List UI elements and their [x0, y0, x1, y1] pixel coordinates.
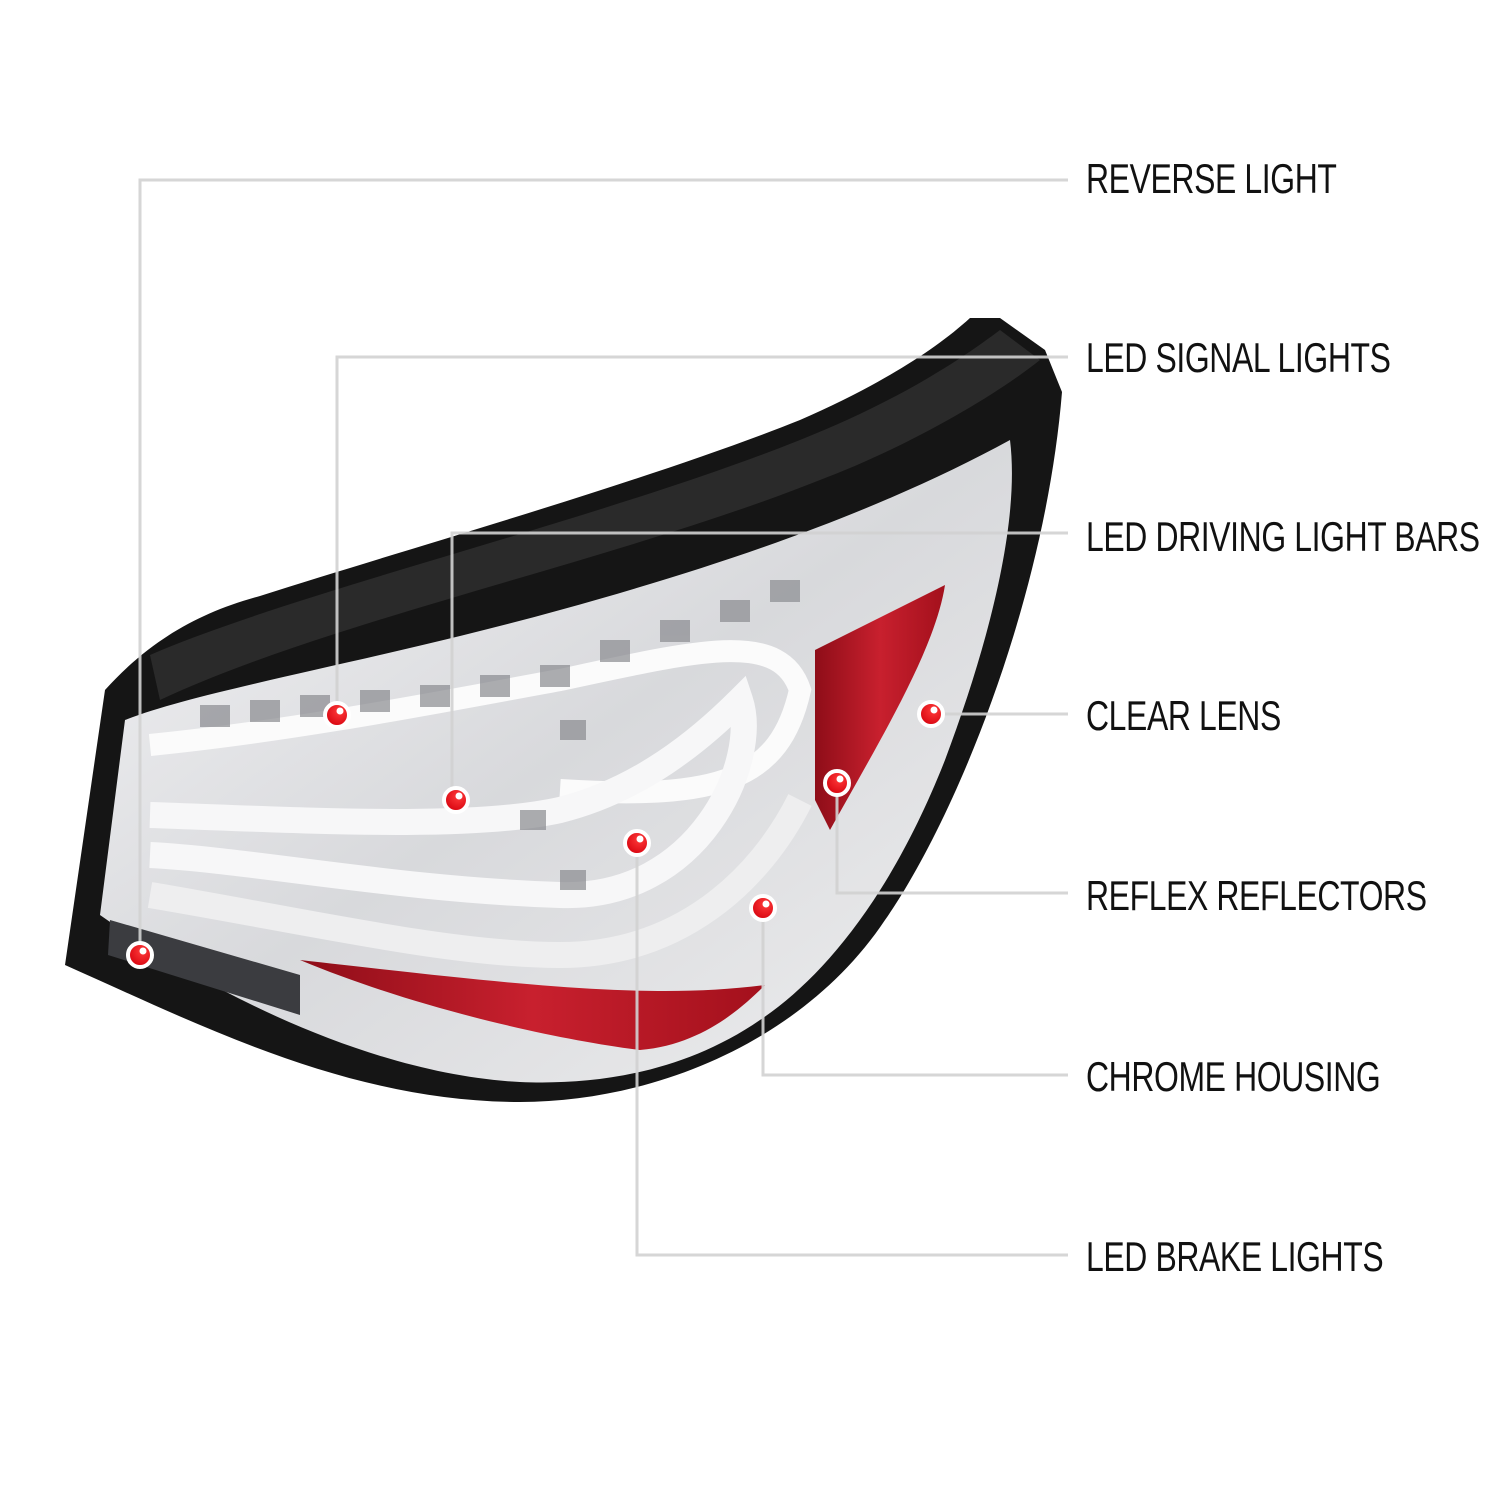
- marker-clear-lens: [917, 700, 945, 728]
- leader-line-led-brake-lights: [635, 843, 1068, 1257]
- top-flange: [150, 330, 1040, 700]
- driving-light-bar-middle: [149, 675, 757, 909]
- side-reflex-reflector: [815, 585, 945, 830]
- driving-light-bar-lower: [147, 794, 812, 969]
- marker-chrome-housing: [749, 894, 777, 922]
- leader-line-reflex-reflectors: [835, 783, 1068, 895]
- label-clear-lens: CLEAR LENS: [1086, 692, 1281, 739]
- marker-reverse-light: [126, 941, 154, 969]
- marker-led-signal-lights: [323, 701, 351, 729]
- label-reflex-reflectors: REFLEX REFLECTORS: [1086, 872, 1427, 919]
- label-reverse-light: REVERSE LIGHT: [1086, 155, 1337, 202]
- label-chrome-housing: CHROME HOUSING: [1086, 1053, 1381, 1100]
- leader-line-chrome-housing: [761, 908, 1068, 1077]
- led-cluster: [200, 580, 800, 890]
- leader-line-led-signal-lights: [335, 355, 1068, 715]
- label-led-brake-lights: LED BRAKE LIGHTS: [1086, 1233, 1384, 1280]
- label-led-signal-lights: LED SIGNAL LIGHTS: [1086, 334, 1391, 381]
- label-led-driving-light-bars: LED DRIVING LIGHT BARS: [1086, 513, 1480, 560]
- leader-line-led-driving-light-bars: [450, 531, 1068, 800]
- marker-led-driving-light-bars: [442, 786, 470, 814]
- leader-line-reverse-light: [138, 178, 1068, 955]
- marker-reflex-reflectors: [823, 769, 851, 797]
- reverse-light-window: [108, 920, 300, 1015]
- marker-led-brake-lights: [623, 829, 651, 857]
- lower-reflex-reflector: [300, 960, 765, 1050]
